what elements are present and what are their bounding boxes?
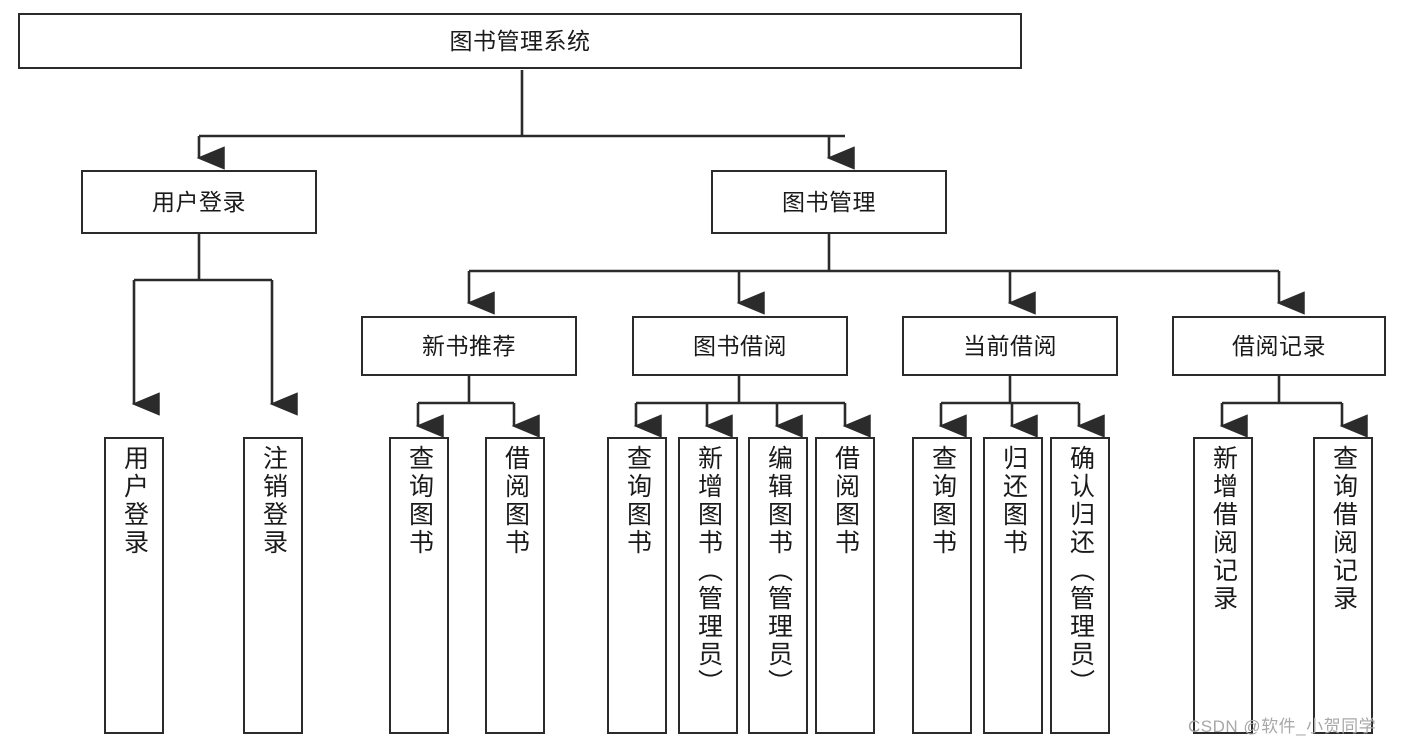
leaf-user-login-label: 用户登录 (120, 445, 149, 557)
leaf-borrow-book-2[interactable]: 借阅图书 (815, 437, 875, 734)
leaf-confirm-return[interactable]: 确认归还（管理员） (1050, 437, 1110, 734)
leaf-return-book[interactable]: 归还图书 (983, 437, 1043, 734)
leaf-edit-book-label: 编辑图书（管理员） (764, 445, 793, 697)
leaf-query-book-1[interactable]: 查询图书 (389, 437, 449, 734)
leaf-add-record-label: 新增借阅记录 (1209, 445, 1238, 613)
leaf-borrow-book-1-label: 借阅图书 (501, 445, 530, 557)
leaf-add-book-label: 新增图书（管理员） (694, 445, 723, 697)
node-borrow-record-label: 借阅记录 (1232, 332, 1326, 359)
node-book-borrow-label: 图书借阅 (693, 332, 787, 359)
leaf-logout[interactable]: 注销登录 (243, 437, 303, 734)
leaf-query-book-1-label: 查询图书 (405, 445, 434, 557)
node-new-book-recommend-label: 新书推荐 (422, 332, 516, 359)
node-user-login-label: 用户登录 (152, 188, 246, 215)
leaf-query-book-2-label: 查询图书 (623, 445, 652, 557)
leaf-borrow-book-2-label: 借阅图书 (831, 445, 860, 557)
leaf-edit-book[interactable]: 编辑图书（管理员） (748, 437, 808, 734)
leaf-query-book-2[interactable]: 查询图书 (607, 437, 667, 734)
node-book-manage[interactable]: 图书管理 (711, 170, 947, 234)
node-book-manage-label: 图书管理 (782, 188, 876, 215)
leaf-query-book-3-label: 查询图书 (928, 445, 957, 557)
node-book-borrow[interactable]: 图书借阅 (632, 316, 848, 376)
node-new-book-recommend[interactable]: 新书推荐 (361, 316, 577, 376)
leaf-add-book[interactable]: 新增图书（管理员） (678, 437, 738, 734)
leaf-query-book-3[interactable]: 查询图书 (912, 437, 972, 734)
node-current-borrow-label: 当前借阅 (963, 332, 1057, 359)
node-user-login[interactable]: 用户登录 (81, 170, 317, 234)
node-borrow-record[interactable]: 借阅记录 (1172, 316, 1386, 376)
leaf-add-record[interactable]: 新增借阅记录 (1193, 437, 1253, 734)
leaf-user-login[interactable]: 用户登录 (104, 437, 164, 734)
leaf-return-book-label: 归还图书 (999, 445, 1028, 557)
node-root[interactable]: 图书管理系统 (18, 13, 1022, 69)
node-root-label: 图书管理系统 (449, 27, 591, 54)
leaf-logout-label: 注销登录 (259, 445, 288, 557)
leaf-query-record[interactable]: 查询借阅记录 (1313, 437, 1373, 734)
leaf-query-record-label: 查询借阅记录 (1329, 445, 1358, 613)
leaf-confirm-return-label: 确认归还（管理员） (1066, 445, 1095, 697)
leaf-borrow-book-1[interactable]: 借阅图书 (485, 437, 545, 734)
node-current-borrow[interactable]: 当前借阅 (902, 316, 1118, 376)
